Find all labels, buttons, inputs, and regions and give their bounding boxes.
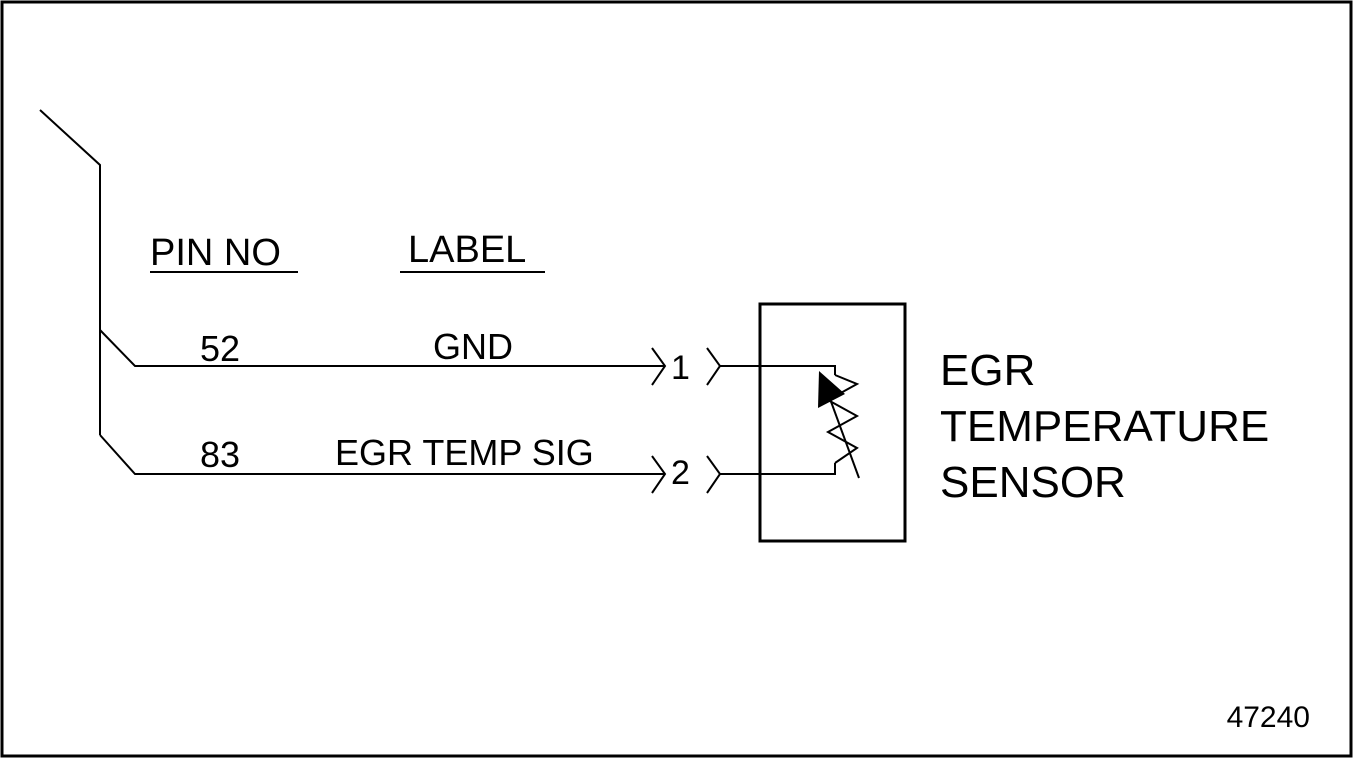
connector-pin-number: 2 <box>671 454 690 492</box>
label-header: LABEL <box>408 229 526 271</box>
component-name-line-3: SENSOR <box>940 458 1126 507</box>
wire-gnd <box>99 329 665 367</box>
connector-male-2 <box>651 455 667 494</box>
pin-no-header: PIN NO <box>150 232 281 274</box>
wire-row-gnd: 52 GND 1 <box>99 326 836 387</box>
connector-male-1 <box>651 347 667 386</box>
wire-label-cell: GND <box>433 326 513 367</box>
component-name-line-2: TEMPERATURE <box>940 402 1269 451</box>
figure-number: 47240 <box>1227 701 1310 734</box>
sensor-lead-2 <box>720 463 836 475</box>
wire-label-cell: EGR TEMP SIG <box>335 432 594 473</box>
connector-female-2 <box>706 455 722 494</box>
component-name-line-1: EGR <box>940 346 1035 395</box>
resistor-zigzag <box>825 374 860 464</box>
connector-female-1 <box>706 347 722 386</box>
harness-trunk <box>39 109 101 435</box>
wire-egr-temp-sig <box>99 434 665 475</box>
variable-resistor-icon <box>818 371 860 479</box>
wire-row-egr-temp-sig: 83 EGR TEMP SIG 2 <box>99 432 836 494</box>
sensor-lead-1 <box>720 365 836 375</box>
pin-no-cell: 52 <box>200 328 240 369</box>
connector-pin-number: 1 <box>671 349 690 387</box>
pin-no-cell: 83 <box>200 434 240 475</box>
sensor-housing <box>758 302 907 543</box>
resistor-arrowhead <box>818 371 845 408</box>
